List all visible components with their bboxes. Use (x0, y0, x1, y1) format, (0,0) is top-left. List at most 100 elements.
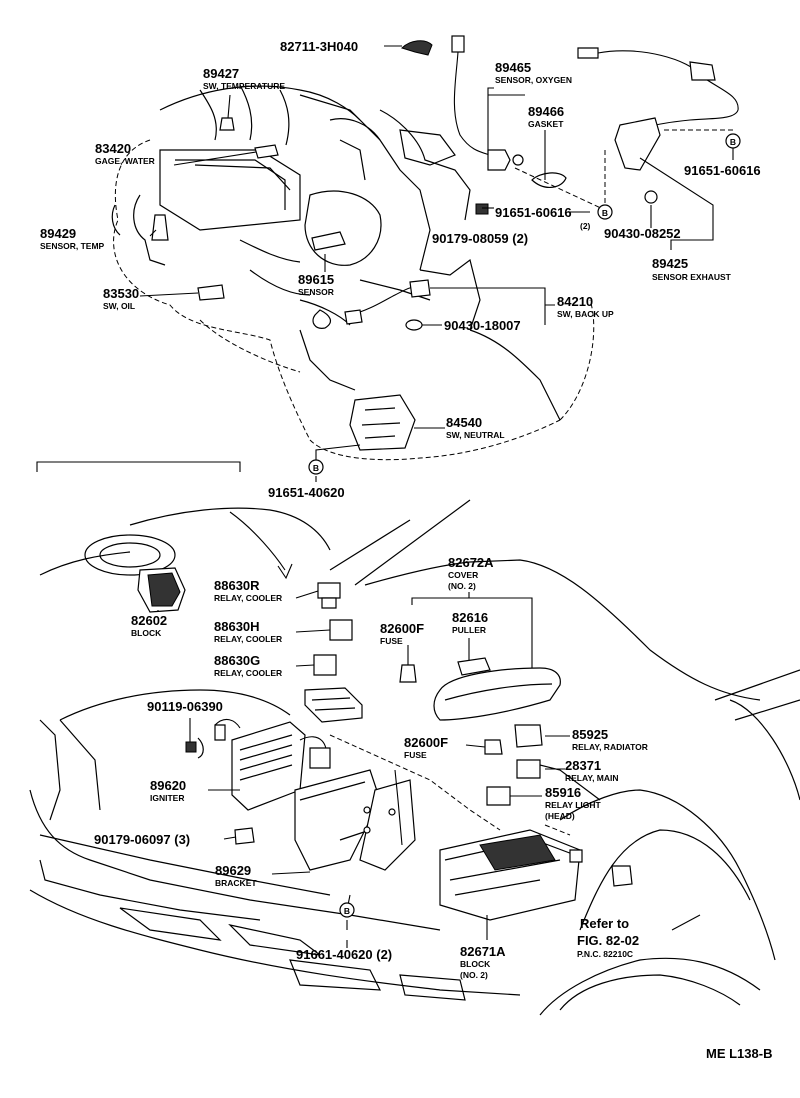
svg-text:82600F: 82600F (404, 735, 448, 750)
engine-parts (151, 35, 739, 451)
vehicle-drawing (29, 461, 800, 1016)
svg-text:P.N.C. 82210C: P.N.C. 82210C (577, 949, 633, 959)
svg-text:82616: 82616 (452, 610, 488, 625)
svg-text:84210: 84210 (557, 294, 593, 309)
svg-text:82671A: 82671A (460, 944, 506, 959)
figure-code: ME L138-B (706, 1046, 772, 1061)
svg-text:(NO. 2): (NO. 2) (460, 970, 488, 980)
engine-leaders (139, 45, 734, 482)
svg-text:28371: 28371 (565, 758, 601, 773)
svg-text:PULLER: PULLER (452, 625, 486, 635)
svg-text:RELAY LIGHT: RELAY LIGHT (545, 800, 602, 810)
svg-text:BLOCK: BLOCK (460, 959, 491, 969)
svg-text:91661-40620 (2): 91661-40620 (2) (296, 947, 392, 962)
svg-text:BLOCK: BLOCK (131, 628, 162, 638)
vehicle-parts (84, 534, 633, 921)
svg-text:89425: 89425 (652, 256, 688, 271)
label-82600f-b: 82600F FUSE (404, 735, 448, 760)
label-84540: 84540 SW, NEUTRAL (446, 415, 505, 440)
svg-text:82711-3H040: 82711-3H040 (280, 39, 358, 54)
label-90179-08059: 90179-08059 (2) (432, 231, 528, 246)
label-82600f-a: 82600F FUSE (380, 621, 424, 646)
label-83420: 83420 GAGE, WATER (95, 141, 155, 166)
label-89615: 89615 SENSOR (298, 272, 334, 297)
label-82711-3h040: 82711-3H040 (280, 39, 358, 54)
svg-text:82672A: 82672A (448, 555, 494, 570)
label-84210: 84210 SW, BACK UP (557, 294, 614, 319)
b-marker: B (597, 204, 613, 220)
label-89425: 89425 SENSOR EXHAUST (652, 256, 732, 282)
label-28371: 28371 RELAY, MAIN (565, 758, 619, 783)
svg-text:(2): (2) (580, 221, 591, 231)
svg-text:89465: 89465 (495, 60, 531, 75)
label-83530: 83530 SW, OIL (103, 286, 139, 311)
svg-text:SENSOR EXHAUST: SENSOR EXHAUST (652, 272, 732, 282)
svg-text:90430-08252: 90430-08252 (604, 226, 681, 241)
svg-text:82600F: 82600F (380, 621, 424, 636)
svg-text:GAGE, WATER: GAGE, WATER (95, 156, 155, 166)
label-90430-18007: 90430-18007 (444, 318, 521, 333)
label-89427: 89427 SW, TEMPERATURE (203, 66, 285, 91)
svg-text:89427: 89427 (203, 66, 239, 81)
b-marker: B (308, 459, 324, 475)
svg-text:88630H: 88630H (214, 619, 260, 634)
svg-text:88630G: 88630G (214, 653, 260, 668)
svg-text:IGNITER: IGNITER (150, 793, 184, 803)
svg-text:82602: 82602 (131, 613, 167, 628)
svg-text:90179-06097 (3): 90179-06097 (3) (94, 832, 190, 847)
part-labels: 82711-3H040 89465 SENSOR, OXYGEN 89427 S… (40, 39, 772, 1061)
svg-text:84540: 84540 (446, 415, 482, 430)
label-82671a: 82671A BLOCK (NO. 2) (460, 944, 506, 980)
svg-text:90119-06390: 90119-06390 (147, 699, 223, 714)
svg-text:89429: 89429 (40, 226, 76, 241)
label-82672a: 82672A COVER (NO. 2) (448, 555, 494, 591)
label-90179-06097: 90179-06097 (3) (94, 832, 190, 847)
svg-text:B: B (313, 463, 319, 473)
svg-text:BRACKET: BRACKET (215, 878, 257, 888)
svg-text:SW, TEMPERATURE: SW, TEMPERATURE (203, 81, 285, 91)
svg-text:B: B (602, 208, 608, 218)
svg-text:85925: 85925 (572, 727, 608, 742)
svg-text:85916: 85916 (545, 785, 581, 800)
svg-text:SW, BACK UP: SW, BACK UP (557, 309, 614, 319)
svg-text:B: B (344, 906, 350, 916)
vehicle-leaders (157, 590, 701, 948)
label-85916: 85916 RELAY LIGHT (HEAD) (545, 785, 602, 821)
svg-text:91651-60616: 91651-60616 (495, 205, 572, 220)
svg-text:Refer to: Refer to (580, 916, 629, 931)
svg-text:91651-40620: 91651-40620 (268, 485, 345, 500)
svg-text:90430-18007: 90430-18007 (444, 318, 521, 333)
label-88630g: 88630G RELAY, COOLER (214, 653, 282, 678)
svg-text:RELAY, COOLER: RELAY, COOLER (214, 634, 282, 644)
svg-text:RELAY, RADIATOR: RELAY, RADIATOR (572, 742, 648, 752)
label-89429: 89429 SENSOR, TEMP (40, 226, 105, 251)
label-91651-40620: 91651-40620 (268, 485, 345, 500)
b-marker: B (725, 133, 741, 149)
b-marker: B (339, 902, 355, 918)
svg-text:FUSE: FUSE (380, 636, 403, 646)
svg-text:88630R: 88630R (214, 578, 260, 593)
svg-text:90179-08059 (2): 90179-08059 (2) (432, 231, 528, 246)
svg-text:89466: 89466 (528, 104, 564, 119)
svg-text:SENSOR, OXYGEN: SENSOR, OXYGEN (495, 75, 572, 85)
svg-text:91651-60616: 91651-60616 (684, 163, 761, 178)
svg-text:(NO. 2): (NO. 2) (448, 581, 476, 591)
svg-text:FUSE: FUSE (404, 750, 427, 760)
svg-text:FIG. 82-02: FIG. 82-02 (577, 933, 639, 948)
svg-text:89620: 89620 (150, 778, 186, 793)
label-89629: 89629 BRACKET (215, 863, 257, 888)
svg-text:RELAY, COOLER: RELAY, COOLER (214, 593, 282, 603)
label-91651-60616-a: 91651-60616 (684, 163, 761, 178)
label-91661-40620: 91661-40620 (2) (296, 947, 392, 962)
label-82602: 82602 BLOCK (131, 613, 167, 638)
svg-text:SW, OIL: SW, OIL (103, 301, 135, 311)
svg-text:83530: 83530 (103, 286, 139, 301)
svg-text:B: B (730, 137, 736, 147)
svg-text:COVER: COVER (448, 570, 478, 580)
svg-text:89615: 89615 (298, 272, 334, 287)
label-refer-fig: Refer to FIG. 82-02 P.N.C. 82210C (577, 916, 639, 959)
label-89465: 89465 SENSOR, OXYGEN (495, 60, 572, 85)
b-markers: B B B B (308, 133, 741, 918)
label-89620: 89620 IGNITER (150, 778, 186, 803)
